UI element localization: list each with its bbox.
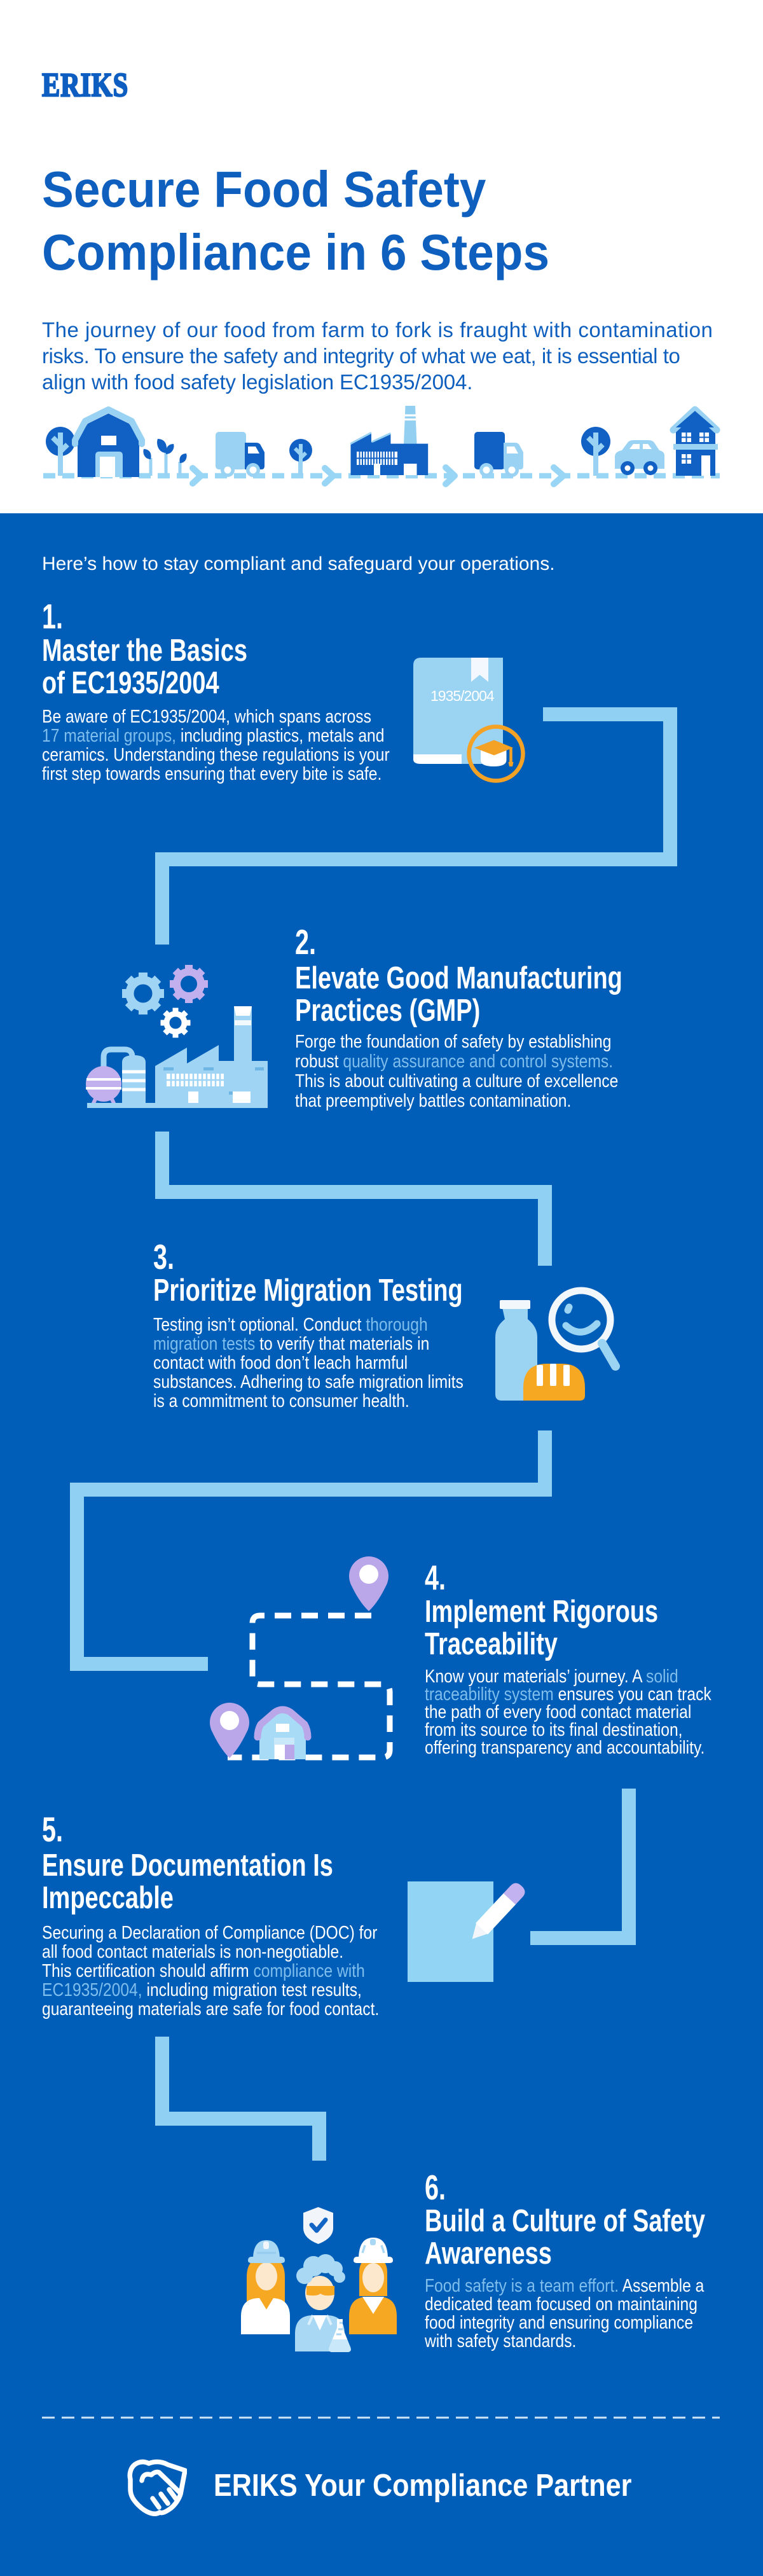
- svg-text:1935/2004: 1935/2004: [430, 688, 495, 704]
